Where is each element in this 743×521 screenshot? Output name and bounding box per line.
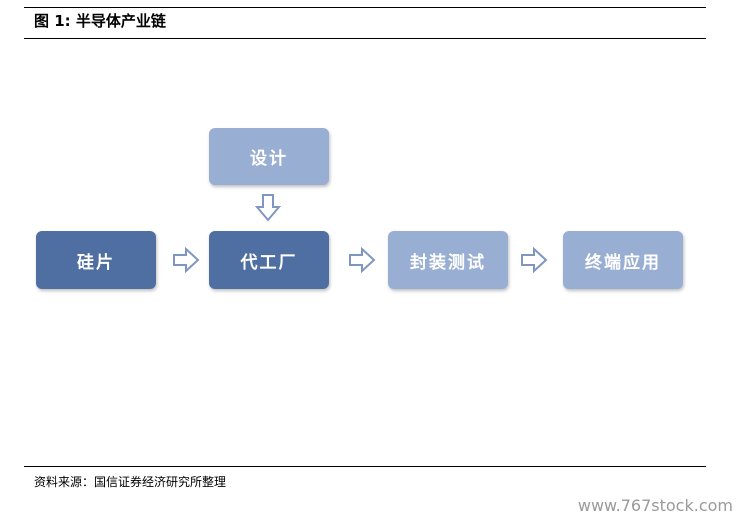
down-arrow-icon — [255, 194, 281, 222]
node-design: 设计 — [209, 128, 329, 185]
node-wafer: 硅片 — [36, 231, 156, 289]
right-arrow-icon — [349, 247, 376, 273]
footer-rule — [24, 466, 706, 467]
title-underline — [24, 38, 706, 39]
right-arrow-icon — [173, 247, 200, 273]
node-packaging: 封装测试 — [388, 231, 508, 289]
node-wafer-label: 硅片 — [77, 252, 115, 273]
figure-title: 图 1: 半导体产业链 — [34, 12, 166, 30]
top-rule — [24, 7, 706, 8]
node-application: 终端应用 — [563, 231, 683, 289]
node-packaging-label: 封装测试 — [410, 252, 486, 273]
node-foundry-label: 代工厂 — [240, 252, 298, 273]
node-application-label: 终端应用 — [585, 252, 661, 273]
right-arrow-icon — [521, 247, 548, 273]
watermark-text: www.767stock.com — [577, 496, 733, 515]
node-design-label: 设计 — [250, 149, 288, 169]
node-foundry: 代工厂 — [209, 231, 329, 289]
source-note: 资料来源：国信证券经济研究所整理 — [34, 475, 227, 489]
